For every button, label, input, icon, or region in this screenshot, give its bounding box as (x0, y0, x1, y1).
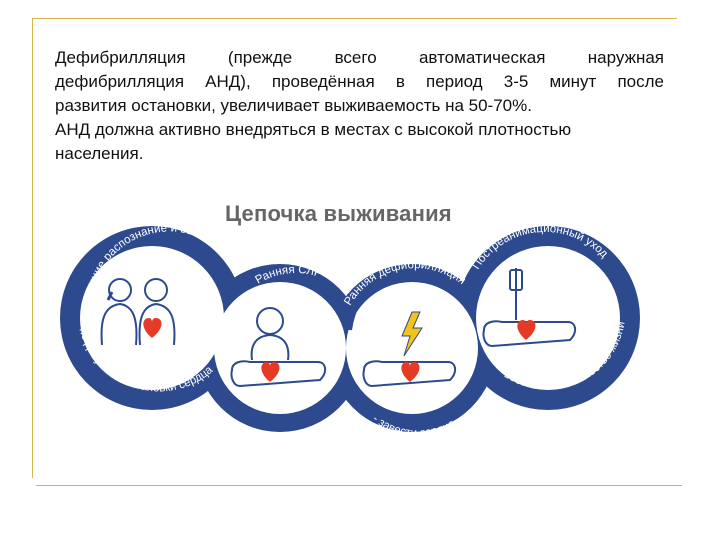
defibrillation-patient-icon (362, 360, 456, 388)
frame-bottom-line (36, 485, 682, 486)
paragraph-line-2: дефибрилляция АНД), проведённая в период… (55, 72, 664, 91)
ring-3-inner (346, 282, 478, 414)
heart-icon (401, 362, 420, 382)
ring-link-3 (474, 268, 492, 301)
ring-link-1 (212, 268, 228, 301)
heart-icon (261, 362, 280, 382)
ring-2-inner (214, 282, 346, 414)
paragraph-line-1: Дефибрилляция (прежде всего автоматическ… (55, 48, 664, 67)
frame-left-line (32, 18, 33, 478)
iv-drip-patient-icon (482, 268, 576, 348)
ring-link-2 (348, 299, 362, 331)
chain-of-survival-title: Цепочка выживания (225, 201, 452, 226)
heart-icon (517, 320, 536, 340)
body-paragraph: Дефибрилляция (прежде всего автоматическ… (55, 46, 664, 166)
paragraph-line-5: населения. (55, 144, 144, 163)
lightning-bolt-icon (401, 311, 423, 357)
frame-top-line (32, 18, 677, 19)
paragraph-line-4: АНД должна активно внедряться в местах с… (55, 120, 572, 139)
paragraph-line-3: развития остановки, увеличивает выживаем… (55, 96, 532, 115)
cpr-rescuer-icon (230, 307, 326, 388)
caller-people-icon (100, 278, 176, 346)
ring-4-inner (476, 246, 620, 390)
heart-icon (143, 318, 162, 338)
ring-1-inner (80, 246, 224, 390)
